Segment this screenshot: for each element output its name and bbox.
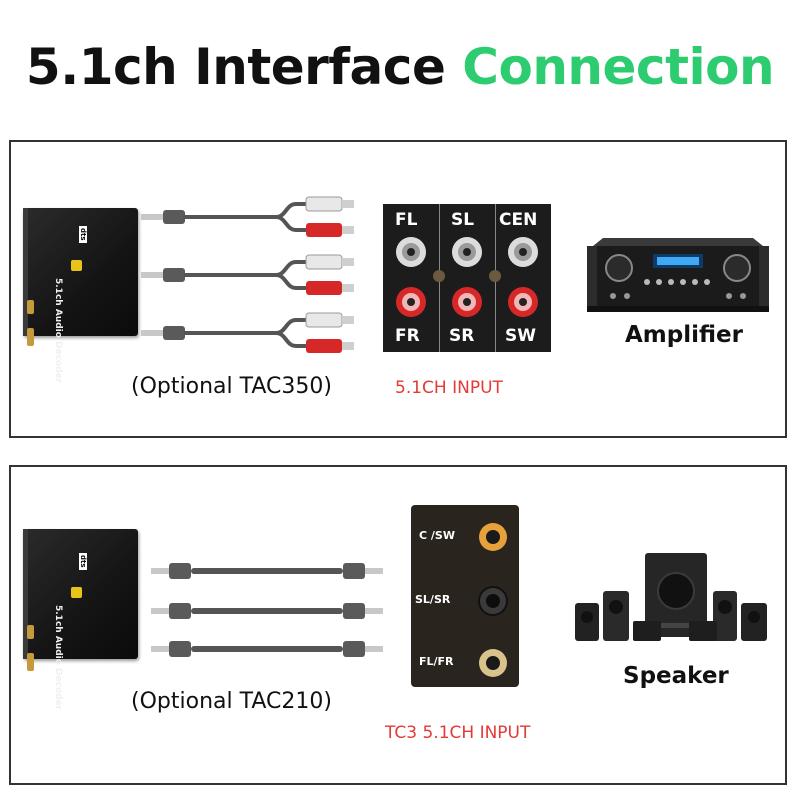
cable-caption: (Optional TAC210) (131, 689, 332, 714)
jack-label-csw: C /SW (419, 529, 455, 542)
brand-logo-icon (71, 587, 82, 598)
jack-label-slsr: SL/SR (415, 593, 451, 606)
rca-jacks (396, 237, 538, 317)
rca-cables-illustration (141, 196, 354, 353)
title-main: 5.1ch Interface (25, 38, 446, 96)
amplifier-connection-panel: dts 5.1ch Audio Decoder (9, 140, 787, 438)
speaker-label: Speaker (623, 663, 729, 689)
speaker-connection-panel: dts 5.1ch Audio Decoder (Optional TAC210… (9, 465, 787, 785)
cable-caption: (Optional TAC350) (131, 374, 332, 399)
aux-cables-illustration (151, 563, 383, 657)
brand-logo-icon (71, 260, 82, 271)
speaker-set-image (575, 553, 767, 641)
amplifier-image (587, 238, 769, 312)
amplifier-label: Amplifier (625, 322, 743, 348)
decoder-device: dts 5.1ch Audio Decoder (23, 529, 138, 710)
input-caption: TC3 5.1CH INPUT (385, 723, 531, 743)
dts-badge: dts (79, 553, 87, 570)
title-accent: Connection (462, 38, 775, 96)
page-title: 5.1ch Interface Connection (0, 38, 800, 96)
rca-label-cen: CEN (499, 210, 538, 230)
tc3-input-panel: C /SW SL/SR FL/FR (411, 505, 519, 687)
rca-label-fr: FR (395, 326, 420, 346)
rca-label-sl: SL (451, 210, 475, 230)
dts-badge: dts (79, 226, 87, 243)
input-caption: 5.1CH INPUT (395, 378, 503, 398)
decoder-label: 5.1ch Audio Decoder (53, 605, 63, 711)
rca-label-sw: SW (505, 326, 536, 346)
rca-input-panel: FL SL CEN FR SR SW (383, 204, 551, 352)
rca-label-sr: SR (449, 326, 475, 346)
jack-label-flfr: FL/FR (419, 655, 454, 668)
decoder-device: dts 5.1ch Audio Decoder (23, 208, 138, 383)
rca-label-fl: FL (395, 210, 418, 230)
aux-jacks (478, 523, 508, 677)
decoder-label: 5.1ch Audio Decoder (53, 278, 63, 384)
